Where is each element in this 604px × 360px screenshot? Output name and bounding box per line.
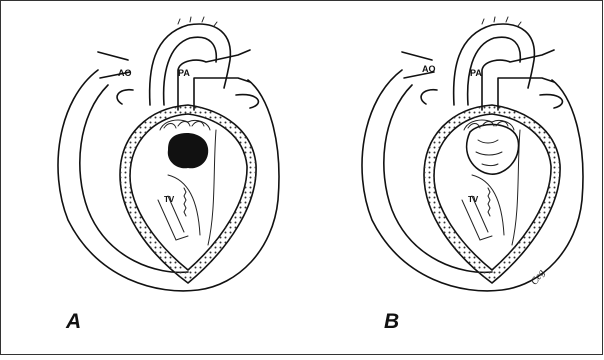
label-tricuspid-valve-b: TV <box>468 195 479 204</box>
label-pulmonary-artery-b: PA <box>470 68 482 78</box>
panel-letter-b: B <box>384 310 399 334</box>
heart-diagram-a <box>58 17 279 291</box>
label-pulmonary-artery-a: PA <box>178 68 190 78</box>
obstructing-mass-dark <box>168 133 208 168</box>
obstructing-mass-open <box>467 124 519 174</box>
label-aorta-b: AO <box>422 64 436 74</box>
heart-diagram-b <box>362 17 583 291</box>
panel-letter-a: A <box>66 310 81 334</box>
label-aorta-a: AO <box>118 68 132 78</box>
label-tricuspid-valve-a: TV <box>164 195 175 204</box>
